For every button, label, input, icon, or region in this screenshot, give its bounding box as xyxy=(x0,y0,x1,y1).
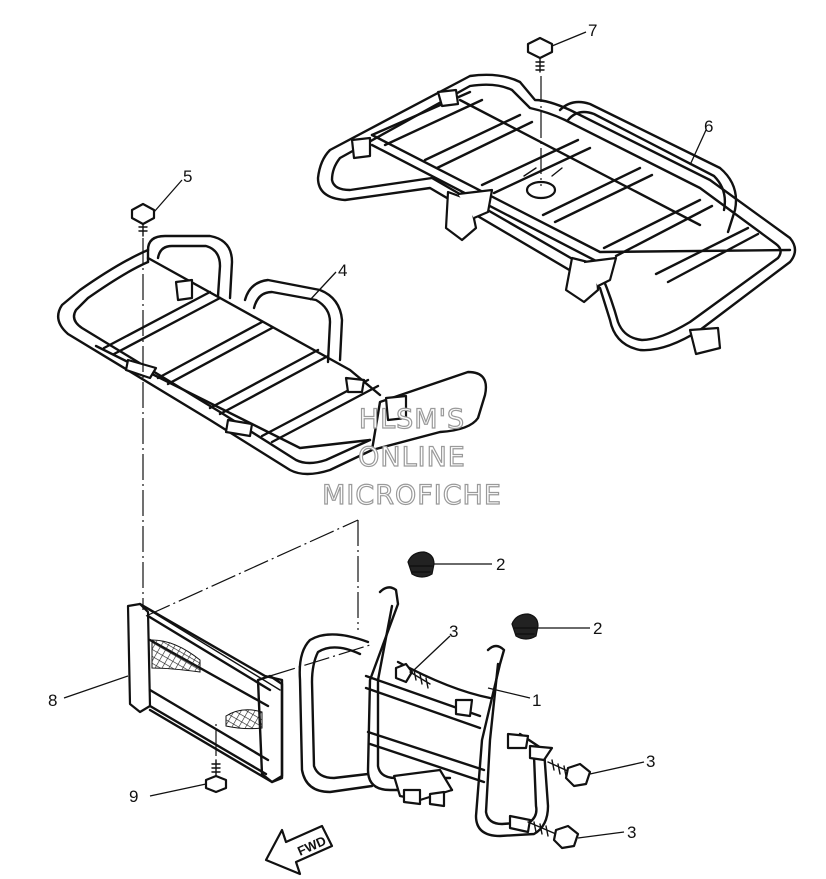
callout-labels: 7 5 6 4 2 2 3 1 3 3 8 9 xyxy=(48,21,713,842)
watermark-line-2: ONLINE xyxy=(358,442,466,473)
mesh-panel xyxy=(126,602,284,784)
callout-8: 8 xyxy=(48,691,57,710)
bolt-5 xyxy=(130,202,156,237)
watermark: HLSM'S ONLINE MICROFICHE xyxy=(321,403,502,511)
bolt-3-upper xyxy=(394,662,431,689)
grommet-2-lower xyxy=(511,613,539,640)
bolt-7 xyxy=(526,36,554,73)
callout-7: 7 xyxy=(588,21,597,40)
bolt-3-mid xyxy=(547,759,592,788)
callout-2-upper: 2 xyxy=(496,555,505,574)
watermark-line-3: MICROFICHE xyxy=(322,480,502,511)
grommet-2-upper xyxy=(407,551,435,578)
leader-lines xyxy=(63,31,707,839)
callout-3-mid: 3 xyxy=(646,752,655,771)
front-guard xyxy=(298,586,554,838)
callout-3-lower: 3 xyxy=(627,823,636,842)
alignment-lines xyxy=(142,76,542,756)
bolt-3-lower xyxy=(527,821,580,850)
fwd-arrow: FWD xyxy=(264,824,334,876)
callout-4: 4 xyxy=(338,261,347,280)
callout-1: 1 xyxy=(532,691,541,710)
callout-2-lower: 2 xyxy=(593,619,602,638)
bolt-9 xyxy=(204,759,228,794)
callout-3-upper: 3 xyxy=(449,622,458,641)
callout-6: 6 xyxy=(704,117,713,136)
callout-5: 5 xyxy=(183,167,192,186)
rear-carrier xyxy=(316,73,797,356)
front-carrier xyxy=(56,234,488,476)
watermark-line-1: HLSM'S xyxy=(359,404,465,435)
callout-9: 9 xyxy=(129,787,138,806)
